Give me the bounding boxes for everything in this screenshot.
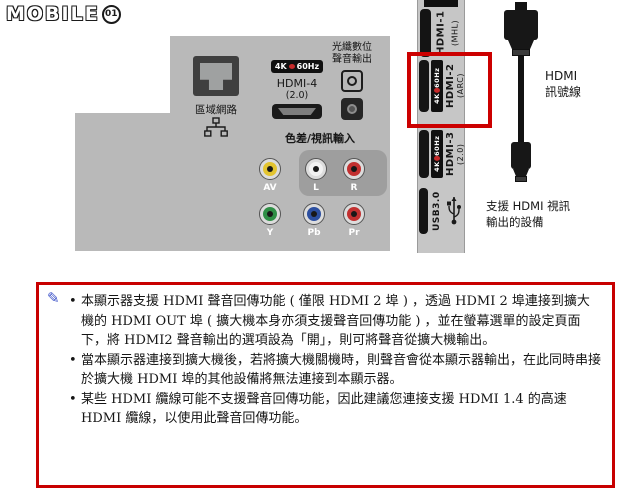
device-label-line1: 支援 HDMI 視訊 [486,199,571,213]
hdmi4-port [272,104,322,119]
hdmi2-highlight-box [407,52,492,128]
rca-jack-pr [343,203,365,225]
rca-label-av: AV [263,183,277,193]
rca-jack-pb [303,203,325,225]
usb-icon [447,197,461,225]
hdmi-cable-wire [518,56,524,142]
rca-jack-y-core [263,207,277,221]
hdmi1-speed-badge [424,0,458,7]
badge-60hz-text: 60Hz [296,62,320,71]
hdmi-connector-bottom [511,142,531,169]
note-bullet-3: 某些 HDMI 纜線可能不支援聲音回傳功能，因此建議您連接支援 HDMI 1.4… [69,390,602,429]
network-icon [204,117,228,137]
usb-port [419,188,428,234]
device-label-line2: 輸出的設備 [486,215,544,229]
hdmi4-speed-badge: 4K 60Hz [271,60,323,73]
rca-label-pb: Pb [307,228,321,238]
note-bullet-1: 本顯示器支援 HDMI 聲音回傳功能 ( 僅限 HDMI 2 埠 ) ，透過 H… [69,292,602,351]
usb-port-label: USB3.0 [432,191,442,231]
hdmi4-port-label: HDMI-4 [276,77,318,90]
hdmi-cable-label: HDMI 訊號線 [545,68,597,100]
optical-audio-icon [341,70,363,92]
note-list: 本顯示器支援 HDMI 聲音回傳功能 ( 僅限 HDMI 2 埠 ) ，透過 H… [69,292,602,429]
hdmi3-badge-4k: 4K [433,161,441,172]
note-bullet-2: 當本顯示器連接到擴大機後，若將擴大機關機時，則聲音會從本顯示器輸出，在此同時串接… [69,351,602,390]
rca-jack-av [259,158,281,180]
hdmi-device-label: 支援 HDMI 視訊 輸出的設備 [486,198,592,230]
optical-icon-circle [347,76,357,86]
rca-label-y: Y [266,228,274,238]
cable-label-line1: HDMI [545,69,578,83]
hdmi3-badge-text: 4K 60Hz [433,136,441,172]
hdmi-connector-bottom-tip [515,176,527,182]
rca-jack-y [259,203,281,225]
hdmi3-sub-label: (2.0) [456,143,465,165]
rca-jack-r [343,158,365,180]
hdmi-connector-top-tip [512,49,530,56]
rca-label-r: R [350,183,358,193]
logo-text: MOBILE [6,3,100,25]
hdmi3-port-label: HDMI-3 [445,131,456,177]
hdmi2-port [419,60,429,112]
lan-port-opening [200,63,232,90]
rca-jack-av-core [263,162,277,176]
mobile01-logo: MOBILE 01 [6,3,121,25]
rca-label-l: L [313,183,319,193]
hdmi3-speed-badge: 4K 60Hz [431,130,443,178]
pencil-icon: ✎ [47,289,60,307]
hdmi4-version-label: (2.0) [285,90,309,101]
hdmi3-badge-60hz: 60Hz [433,136,441,157]
hdmi1-port [420,9,431,57]
logo-badge-icon: 01 [101,4,121,24]
rca-jack-l-core [309,162,323,176]
optical-label-line2: 聲音輸出 [332,54,372,65]
component-input-title: 色差/視訊輸入 [284,132,356,145]
tv-back-panel: 區域網路 4K 60Hz HDMI-4 (2.0) 光纖數位 聲音輸出 色差/視… [75,36,390,251]
hdmi4-port-opening [278,108,316,115]
rca-label-pr: Pr [348,228,360,238]
hdmi1-sub-label: (MHL) [450,19,460,47]
optical-label-line1: 光纖數位 [332,42,372,53]
hdmi3-port [419,130,429,178]
hdmi-connector-top-shoulder [508,40,534,49]
rca-jack-r-core [347,162,361,176]
red-dot-icon [288,64,295,69]
optical-port [341,98,363,120]
hdmi-cable-top-stub [515,2,527,10]
note-box: ✎ 本顯示器支援 HDMI 聲音回傳功能 ( 僅限 HDMI 2 埠 ) ，透過… [36,282,615,488]
rca-jack-l [305,158,327,180]
optical-port-hole [347,104,357,114]
badge-4k-text: 4K [274,62,287,71]
optical-audio-label: 光纖數位 聲音輸出 [319,42,385,66]
lan-port-label: 區域網路 [195,104,237,116]
cable-label-line2: 訊號線 [545,85,582,99]
lan-port [193,56,239,96]
rca-jack-pb-core [307,207,321,221]
hdmi-connector-top [504,10,538,40]
rca-jack-pr-core [347,207,361,221]
hdmi-connector-bottom-shoulder [513,169,529,176]
